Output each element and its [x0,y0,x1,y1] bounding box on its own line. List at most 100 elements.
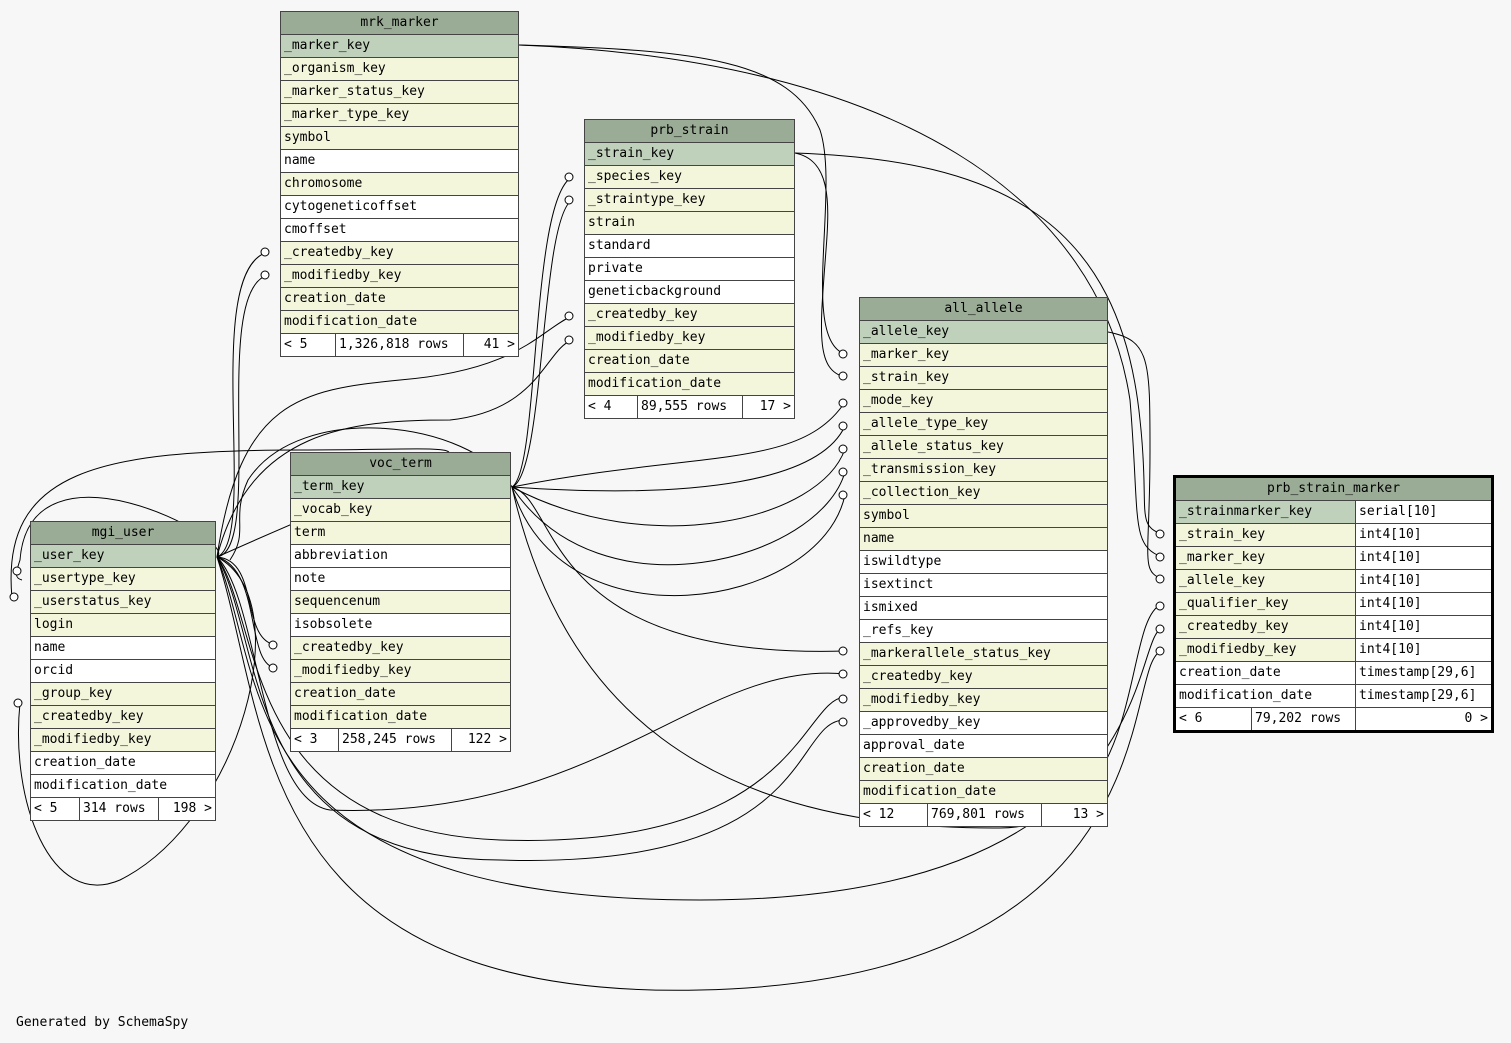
column-row[interactable]: _marker_key [281,35,518,58]
column-row[interactable]: _user_key [31,545,215,568]
table-title[interactable]: prb_strain_marker [1176,478,1491,501]
column-row[interactable]: _modifiedby_key [860,689,1107,712]
column-row[interactable]: _markerallele_status_key [860,643,1107,666]
column-row[interactable]: cmoffset [281,219,518,242]
column-row[interactable]: modification_date [860,781,1107,804]
column-row[interactable]: creation_date [291,683,510,706]
column-row[interactable]: _vocab_key [291,499,510,522]
column-row[interactable]: symbol [860,505,1107,528]
column-row[interactable]: _term_key [291,476,510,499]
column-row[interactable]: iswildtype [860,551,1107,574]
column-row[interactable]: ismixed [860,597,1107,620]
column-row[interactable]: _createdby_key [585,304,794,327]
column-row[interactable]: modification_date [31,775,215,798]
table-title[interactable]: all_allele [860,298,1107,321]
parents-count[interactable]: < 5 [31,798,80,820]
column-row[interactable]: _approvedby_key [860,712,1107,735]
children-count[interactable]: 198 > [172,801,212,816]
column-row[interactable]: approval_date [860,735,1107,758]
column-row[interactable]: _modifiedby_key [31,729,215,752]
column-row[interactable]: _modifiedby_key [585,327,794,350]
column-row[interactable]: name [281,150,518,173]
column-row[interactable]: name [31,637,215,660]
column-row[interactable]: _userstatus_key [31,591,215,614]
children-count[interactable]: 122 > [467,732,507,747]
column-row[interactable]: _createdby_key [291,637,510,660]
children-count[interactable]: 0 > [1464,711,1488,726]
parents-count[interactable]: < 3 [291,729,339,751]
column-row[interactable]: _marker_key [860,344,1107,367]
column-row[interactable]: _strain_key [860,367,1107,390]
column-row[interactable]: _straintype_key [585,189,794,212]
column-row[interactable]: chromosome [281,173,518,196]
column-row[interactable]: modification_date [281,311,518,334]
column-row[interactable]: geneticbackground [585,281,794,304]
children-count[interactable]: 41 > [483,337,515,352]
column-row[interactable]: _strain_key [585,143,794,166]
parents-count[interactable]: < 12 [860,804,928,826]
column-row[interactable]: _refs_key [860,620,1107,643]
column-row[interactable]: standard [585,235,794,258]
column-row[interactable]: sequencenum [291,591,510,614]
table-all-allele[interactable]: all_allele _allele_key_marker_key_strain… [859,297,1108,827]
column-row[interactable]: _group_key [31,683,215,706]
column-row[interactable]: login [31,614,215,637]
column-row[interactable]: creation_date [31,752,215,775]
column-row[interactable]: term [291,522,510,545]
column-row[interactable]: isobsolete [291,614,510,637]
column-row[interactable]: _modifiedby_key [281,265,518,288]
column-row[interactable]: creation_date [860,758,1107,781]
column-row[interactable]: _createdby_key [860,666,1107,689]
column-row[interactable]: _mode_key [860,390,1107,413]
table-title[interactable]: voc_term [291,453,510,476]
column-row[interactable]: strain [585,212,794,235]
children-count[interactable]: 17 > [759,399,791,414]
column-row[interactable]: orcid [31,660,215,683]
column-row[interactable]: _organism_key [281,58,518,81]
column-row[interactable]: _marker_type_key [281,104,518,127]
column-row[interactable]: modification_date [291,706,510,729]
column-row[interactable]: _allele_type_key [860,413,1107,436]
table-title[interactable]: mgi_user [31,522,215,545]
children-count[interactable]: 13 > [1072,807,1104,822]
column-row[interactable]: note [291,568,510,591]
column-row[interactable]: isextinct [860,574,1107,597]
parents-count[interactable]: < 4 [585,396,638,418]
column-row[interactable]: creation_date [281,288,518,311]
column-row[interactable]: private [585,258,794,281]
parents-count[interactable]: < 6 [1176,708,1252,730]
column-row[interactable]: modification_date [585,373,794,396]
column-row[interactable]: _allele_key [860,321,1107,344]
table-title[interactable]: mrk_marker [281,12,518,35]
column-row[interactable]: _createdby_key [281,242,518,265]
column-row[interactable]: _transmission_key [860,459,1107,482]
parents-count[interactable]: < 5 [281,334,336,356]
table-mrk-marker[interactable]: mrk_marker _marker_key_organism_key_mark… [280,11,519,357]
column-row[interactable]: _modifiedby_key [291,660,510,683]
column-row[interactable]: _usertype_key [31,568,215,591]
column-row[interactable]: _collection_key [860,482,1107,505]
column-row[interactable]: abbreviation [291,545,510,568]
column-row[interactable]: _allele_status_key [860,436,1107,459]
table-prb-strain[interactable]: prb_strain _strain_key_species_key_strai… [584,119,795,419]
column-row[interactable]: symbol [281,127,518,150]
column-row[interactable]: _createdby_key [31,706,215,729]
column-row[interactable]: cytogeneticoffset [281,196,518,219]
table-mgi-user[interactable]: mgi_user _user_key_usertype_key_userstat… [30,521,216,821]
column-row[interactable]: creation_date [585,350,794,373]
column-row[interactable]: _marker_status_key [281,81,518,104]
column-row[interactable]: _species_key [585,166,794,189]
column-row[interactable]: name [860,528,1107,551]
table-title[interactable]: prb_strain [585,120,794,143]
